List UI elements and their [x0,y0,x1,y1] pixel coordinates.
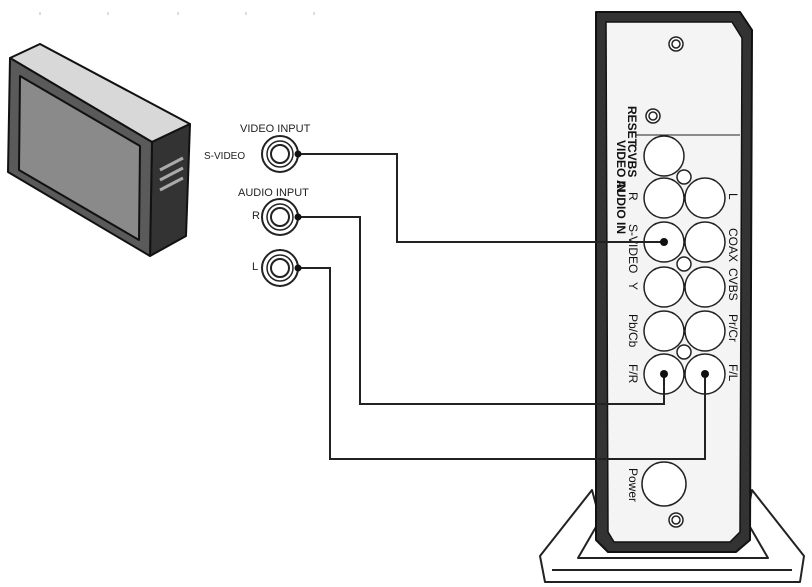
cable-end-dots [294,150,709,378]
device-stand [539,489,805,583]
cvbs-out-label: CVBS [726,268,740,301]
audio-r-cable [298,216,665,405]
f-r-label: F/R [626,364,640,384]
tv-icon [7,43,191,257]
pr-cr-label: Pr/Cr [726,314,740,342]
svideo-cable [298,153,664,243]
cables [298,153,706,460]
device-ports [641,36,726,528]
audio-l-label: L [726,193,740,200]
tv-jack-svideo [261,135,299,173]
f-l-label: F/L [726,364,740,382]
video-in-label: VIDEO IN [614,140,628,193]
r-label: R [252,210,260,222]
audio-input-heading: AUDIO INPUT [238,187,309,199]
y-label: Y [626,282,640,290]
cvbs-in-label: CVBS [625,144,639,177]
audio-in-label: AUDIO IN [614,180,628,234]
pb-cb-label: Pb/Cb [626,314,640,348]
top-ruler-ticks [39,12,315,15]
svideo-label: S-VIDEO [204,151,245,162]
tv-jack-audio-l [261,249,299,287]
device-labels: RESET VIDEO IN CVBS AUDIO IN R L S-VIDEO… [614,106,740,502]
coax-label: COAX [726,228,740,262]
audio-r-label: R [626,192,640,201]
reset-label: RESET [625,106,639,147]
audio-l-cable [298,267,706,460]
svideo-port-label: S-VIDEO [626,224,640,273]
power-label: Power [626,468,640,502]
l-label: L [252,261,258,273]
tv-jack-audio-r [261,198,299,236]
video-input-heading: VIDEO INPUT [240,123,311,135]
